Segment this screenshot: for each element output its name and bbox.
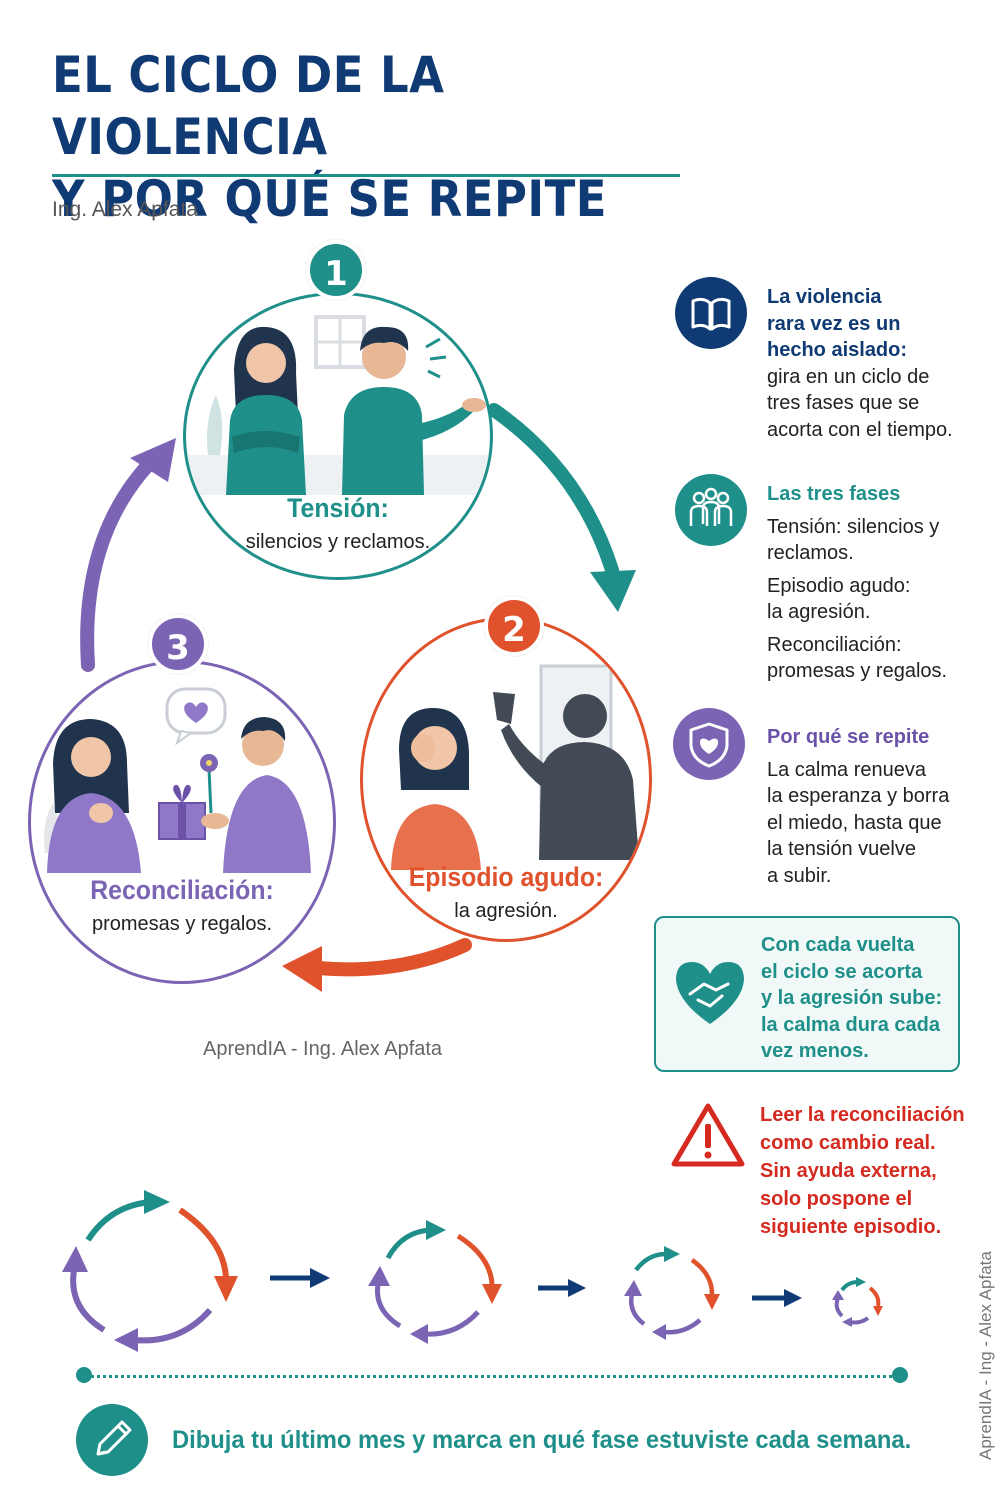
phase-3-badge: 3 bbox=[148, 614, 208, 674]
divider-dot-left bbox=[76, 1367, 92, 1383]
cycle-tiny bbox=[832, 1277, 883, 1327]
info-isolated: La violencia rara vez es un hecho aislad… bbox=[767, 284, 977, 443]
title-line-1: EL CICLO DE LA VIOLENCIA bbox=[52, 46, 445, 166]
cycle-large bbox=[62, 1190, 238, 1352]
phase-tension-desc: silencios y reclamos. bbox=[245, 531, 431, 553]
book-icon bbox=[675, 277, 747, 349]
title-divider bbox=[52, 174, 680, 177]
phase-2-badge: 2 bbox=[484, 596, 544, 656]
watermark: AprendIA - Ing. Alex Apfata bbox=[203, 1038, 443, 1060]
info-why-repeats-head: Por qué se repite bbox=[767, 726, 930, 748]
side-watermark: AprendIA - Ing - Alex Apfata bbox=[976, 1251, 995, 1460]
phase-tension-circle: Tensión: silencios y reclamos. bbox=[183, 292, 493, 580]
phase-episode-name: Episodio agudo: bbox=[408, 862, 604, 892]
info-isolated-head: La violencia rara vez es un hecho aislad… bbox=[767, 286, 908, 361]
cycle-medium bbox=[368, 1220, 502, 1344]
phase-episode-circle: Episodio agudo: la agresión. bbox=[360, 617, 652, 942]
heart-handshake-icon bbox=[676, 962, 744, 1024]
divider-dot-right bbox=[892, 1367, 908, 1383]
page-title: EL CICLO DE LA VIOLENCIA Y POR QUÉ SE RE… bbox=[52, 44, 628, 230]
phase-reconciliation-circle: Reconciliación: promesas y regalos. bbox=[28, 660, 336, 984]
phase-reconciliation-name: Reconciliación: bbox=[90, 875, 274, 905]
arrow-right-3 bbox=[752, 1289, 802, 1307]
episode-illustration bbox=[391, 664, 639, 870]
cycle-small bbox=[624, 1246, 720, 1340]
phase-1-badge: 1 bbox=[306, 240, 366, 300]
info-three-phases: Las tres fases Tensión: silencios y recl… bbox=[767, 481, 977, 691]
arrow-episode-to-reconciliation bbox=[282, 938, 472, 992]
pencil-icon bbox=[76, 1404, 148, 1476]
tip-text: Dibuja tu último mes y marca en qué fase… bbox=[172, 1426, 912, 1454]
shrinking-cycles-row bbox=[62, 1190, 883, 1352]
arrow-reconciliation-to-tension bbox=[80, 438, 176, 672]
warning-text: Leer la reconciliación como cambio real.… bbox=[760, 1104, 965, 1238]
info-three-phases-head: Las tres fases bbox=[767, 483, 901, 505]
author: Ing. Alex Apfata bbox=[52, 198, 198, 221]
people-icon bbox=[675, 474, 747, 546]
phase-tension-name: Tensión: bbox=[287, 493, 389, 523]
arrow-tension-to-episode bbox=[487, 403, 636, 612]
title-line-2: Y POR QUÉ SE REPITE bbox=[52, 170, 607, 228]
phase-episode-desc: la agresión. bbox=[454, 900, 558, 922]
warning-icon bbox=[671, 1103, 745, 1167]
info-phase-episode: Episodio agudo: la agresión. bbox=[767, 574, 911, 624]
reconciliation-illustration bbox=[44, 687, 311, 873]
info-phase-reconciliation: Reconciliación: promesas y regalos. bbox=[767, 633, 948, 683]
tension-illustration bbox=[186, 315, 490, 495]
cycle-shortens-callout: Con cada vuelta el ciclo se acorta y la … bbox=[654, 916, 960, 1072]
info-isolated-body: gira en un ciclo de tres fases que se ac… bbox=[767, 365, 953, 441]
arrow-right-1 bbox=[270, 1268, 330, 1288]
phase-reconciliation-desc: promesas y regalos. bbox=[91, 913, 273, 935]
dotted-divider bbox=[84, 1375, 900, 1378]
arrow-right-2 bbox=[538, 1279, 586, 1297]
heart-shield-icon bbox=[673, 708, 745, 780]
info-why-repeats-body: La calma renueva la esperanza y borra el… bbox=[767, 758, 950, 887]
info-phase-tension: Tensión: silencios y reclamos. bbox=[767, 515, 940, 565]
callout-text: Con cada vuelta el ciclo se acorta y la … bbox=[761, 934, 943, 1062]
cycle-arrows bbox=[80, 403, 636, 992]
info-why-repeats: Por qué se repite La calma renueva la es… bbox=[767, 724, 977, 889]
